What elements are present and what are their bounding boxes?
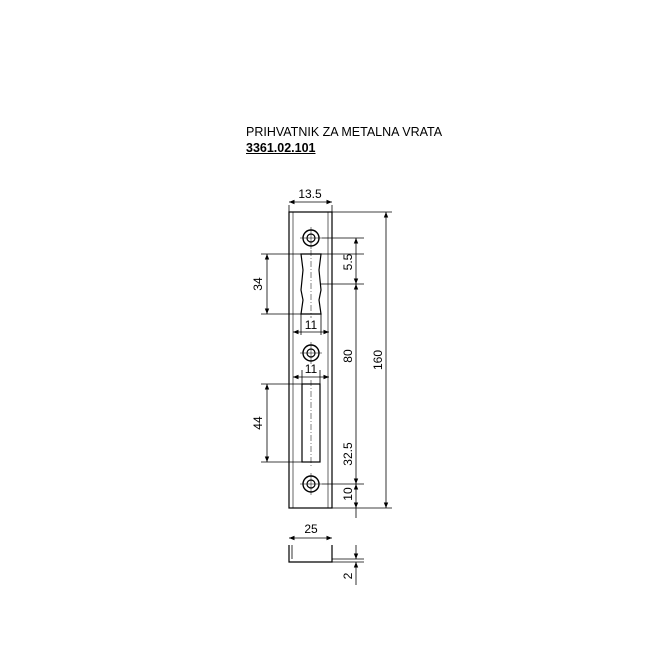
dim-11-lower: 11	[305, 362, 318, 376]
drawing-title: PRIHVATNIK ZA METALNA VRATA	[246, 125, 443, 139]
dim-34: 34	[251, 277, 265, 291]
dim-80: 80	[341, 349, 355, 363]
dim-44: 44	[251, 416, 265, 430]
lower-mounting-hole	[300, 473, 322, 495]
dim-2: 2	[341, 572, 355, 579]
dim-13-5: 13.5	[298, 187, 322, 201]
lower-slot	[301, 380, 321, 466]
strike-plate	[288, 211, 333, 509]
dim-25: 25	[304, 522, 318, 536]
upper-slot	[300, 250, 322, 318]
dim-11-upper: 11	[305, 318, 318, 332]
dim-10: 10	[341, 487, 355, 501]
dim-160: 160	[371, 350, 385, 370]
product-code: 3361.02.101	[246, 141, 316, 155]
dim-5-5: 5.5	[341, 253, 355, 270]
upper-mounting-hole	[300, 227, 322, 249]
middle-mounting-hole	[300, 342, 322, 364]
dim-32-5: 32.5	[341, 442, 355, 466]
